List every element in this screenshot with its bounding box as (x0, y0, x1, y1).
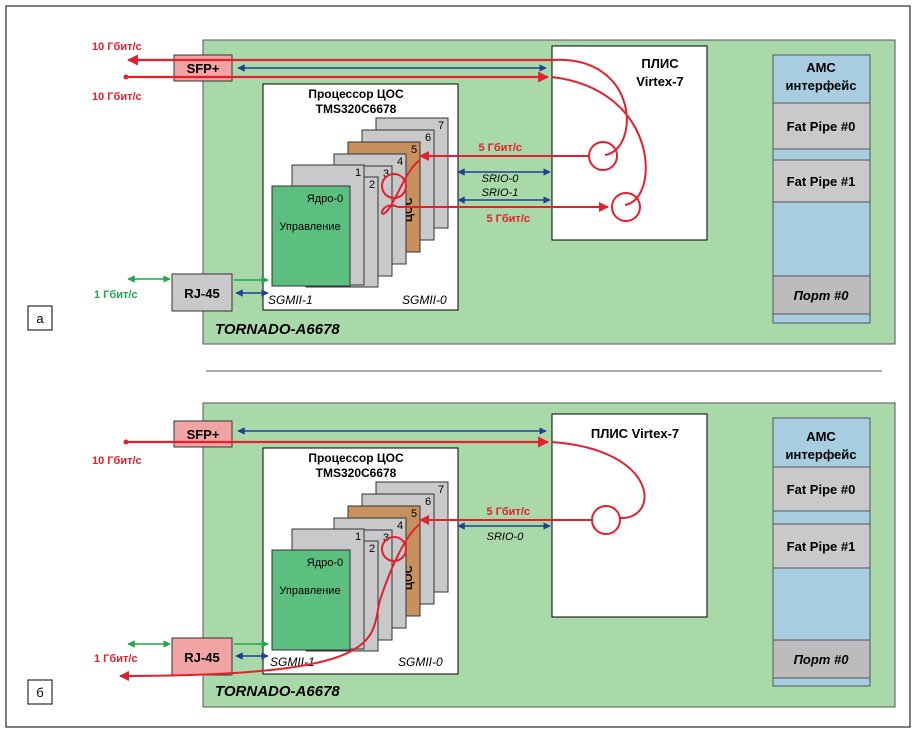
core-path-a (380, 159, 421, 215)
link-5g-b: 5 Гбит/с (486, 506, 530, 518)
fat-pipe1-label-b: Fat Pipe #1 (787, 539, 856, 554)
outer-frame (5, 5, 911, 728)
panel-b: AMC интерфейс Fat Pipe #0 Fat Pipe #1 По… (27, 402, 896, 708)
core0-a (271, 185, 351, 287)
fat-pipe0-label-a: Fat Pipe #0 (787, 119, 856, 134)
srio0-label-a: SRIO-0 (482, 173, 520, 185)
core1-num-a: 1 (355, 167, 361, 179)
control-label-a: Управление (279, 221, 340, 233)
input-dot-a (123, 74, 129, 80)
link-5g-top-a: 5 Гбит/с (478, 142, 522, 154)
amc-title-line1-b: AMC (806, 429, 836, 444)
dsp-title2-b: TMS320C6678 (316, 466, 397, 480)
amc-title-line2-b: интерфейс (785, 447, 856, 462)
speed-in-b: 10 Гбит/с (92, 455, 142, 467)
core2-num-a: 2 (369, 179, 375, 191)
dsp-title1-b: Процессор ЦОС (308, 451, 404, 465)
srio0-label-b: SRIO-0 (487, 531, 525, 543)
fat-pipe1-label-a: Fat Pipe #1 (787, 174, 856, 189)
fpga-line2-a: Virtex-7 (636, 74, 683, 89)
core2-num-b: 2 (369, 543, 375, 555)
panel-label-b: б (36, 685, 43, 700)
speed-eth-a: 1 Гбит/с (94, 289, 138, 301)
panel-a: AMC интерфейс Fat Pipe #0 Fat Pipe #1 По… (27, 39, 896, 345)
core4-num-a: 4 (397, 156, 403, 168)
amc-title-line1: AMC (806, 60, 836, 75)
port0-box-a (772, 275, 871, 315)
sgmii0-label-b: SGMII-0 (398, 655, 443, 669)
core5-num-b: 5 (411, 508, 417, 520)
sfp-label-b: SFP+ (187, 427, 220, 442)
amc-title-line2: интерфейс (785, 78, 856, 93)
core6-num-a: 6 (425, 132, 431, 144)
fpga-line1-a: ПЛИС (641, 56, 679, 71)
switch-circle2-a (611, 192, 641, 222)
port0-box-b (772, 639, 871, 679)
fpga-box-b (551, 413, 708, 618)
fat-pipe0-box-a (772, 102, 871, 150)
port0-label-a: Порт #0 (794, 288, 850, 303)
panel-label-box-a (27, 305, 53, 331)
sgmii1-label-a: SGMII-1 (268, 293, 313, 307)
port0-label-b: Порт #0 (794, 652, 850, 667)
core5-num-a: 5 (411, 144, 417, 156)
speed-in-top-a: 10 Гбит/с (92, 41, 142, 53)
core6-num-b: 6 (425, 496, 431, 508)
rj45-box-a (171, 273, 233, 312)
fat-pipe0-label-b: Fat Pipe #0 (787, 482, 856, 497)
core0-label-b: Ядро-0 (307, 557, 343, 569)
panel-label-a: а (36, 311, 44, 326)
fat-pipe1-box-b (772, 523, 871, 569)
link-5g-bottom-a: 5 Гбит/с (486, 213, 530, 225)
speed-eth-b: 1 Гбит/с (94, 653, 138, 665)
fat-pipe1-box-a (772, 159, 871, 203)
sfp-label-a: SFP+ (187, 61, 220, 76)
sgmii0-label-a: SGMII-0 (402, 293, 447, 307)
dsp-title1-a: Процессор ЦОС (308, 87, 404, 101)
control-label-b: Управление (279, 585, 340, 597)
board-name-b: TORNADO-A6678 (215, 683, 340, 700)
core7-num-b: 7 (438, 484, 444, 496)
fpga-title-b: ПЛИС Virtex-7 (591, 426, 679, 441)
rj45-label-b: RJ-45 (184, 650, 219, 665)
core7-num-a: 7 (438, 120, 444, 132)
core3-num-a: 3 (383, 168, 389, 180)
core1-num-b: 1 (355, 531, 361, 543)
core4-num-b: 4 (397, 520, 403, 532)
fat-pipe0-box-b (772, 466, 871, 512)
fpga-loop-b (551, 441, 646, 520)
input-dot-b (123, 439, 129, 445)
srio1-label-a: SRIO-1 (482, 187, 519, 199)
core0-label-a: Ядро-0 (307, 193, 343, 205)
rj45-label-a: RJ-45 (184, 286, 219, 301)
core0-b (271, 549, 351, 651)
speed-in-bottom-a: 10 Гбит/с (92, 91, 142, 103)
core-to-eth-path-b (119, 523, 421, 681)
core3-num-b: 3 (383, 532, 389, 544)
board-name-a: TORNADO-A6678 (215, 321, 340, 338)
fpga-box-a (551, 45, 708, 241)
rj45-box-b (171, 637, 233, 676)
panel-label-box-b (27, 679, 53, 705)
dsp-title2-a: TMS320C6678 (316, 102, 397, 116)
